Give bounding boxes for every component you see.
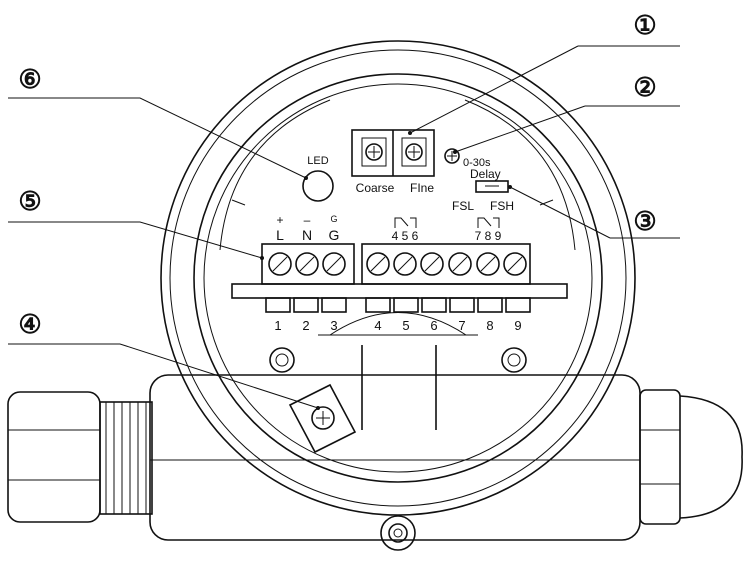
terminal-screws xyxy=(268,252,527,276)
coarse-pot-icon xyxy=(361,137,387,167)
led-indicator xyxy=(302,170,334,202)
electronics-panel xyxy=(231,129,568,454)
terminal-number: 7 xyxy=(458,318,465,333)
minus-sign: – xyxy=(304,213,311,227)
screw-icon xyxy=(268,252,292,276)
fsl-fsh-switch xyxy=(475,180,509,193)
bottom-screw-icon xyxy=(380,515,416,551)
terminal-number: 5 xyxy=(402,318,409,333)
terminal-number: 2 xyxy=(302,318,309,333)
mount-screw-left-icon xyxy=(269,347,295,373)
screw-icon xyxy=(476,252,500,276)
callout-number: ⑥ xyxy=(18,65,41,95)
screw-icon xyxy=(295,252,319,276)
screw-icon xyxy=(448,252,472,276)
screw-icon xyxy=(322,252,346,276)
callout-number: ⑤ xyxy=(18,187,41,217)
delay-range-label: 0-30s xyxy=(463,157,491,169)
screw-icon xyxy=(393,252,417,276)
mount-screw-right-icon xyxy=(501,347,527,373)
terminal-number: 8 xyxy=(486,318,493,333)
round-housing xyxy=(160,40,636,516)
callout-2: ② xyxy=(633,73,656,103)
terminal-number: 6 xyxy=(430,318,437,333)
relay1-symbol xyxy=(394,217,417,228)
callout-number: ① xyxy=(633,11,656,41)
fsh-label: FSH xyxy=(490,199,514,213)
screw-icon xyxy=(420,252,444,276)
fine-label: FIne xyxy=(410,181,434,195)
ground-small-label: G xyxy=(330,214,337,224)
relay2-symbol xyxy=(477,217,500,228)
fine-pot-icon xyxy=(401,137,427,167)
terminal-number: 1 xyxy=(274,318,281,333)
fsl-label: FSL xyxy=(452,199,474,213)
led-label: LED xyxy=(307,155,328,167)
terminal-g-label: G xyxy=(329,227,340,243)
terminal-n-label: N xyxy=(302,227,312,243)
callout-1: ① xyxy=(633,11,656,41)
delay-label: Delay xyxy=(470,167,501,181)
ground-clamp-icon xyxy=(288,383,357,454)
screw-icon xyxy=(366,252,390,276)
terminal-l-label: L xyxy=(276,227,284,243)
screw-icon xyxy=(503,252,527,276)
lower-terminal-blocks xyxy=(265,297,531,313)
terminal-number: 4 xyxy=(374,318,381,333)
relay2-terminals-label: 7 8 9 xyxy=(475,229,502,243)
callout-number: ④ xyxy=(18,310,41,340)
plus-sign: + xyxy=(276,213,283,227)
housing-body xyxy=(7,374,743,551)
terminal-number: 3 xyxy=(330,318,337,333)
callout-3: ③ xyxy=(633,207,656,237)
leader-lines xyxy=(8,45,680,410)
coarse-label: Coarse xyxy=(356,181,395,195)
relay1-terminals-label: 4 5 6 xyxy=(392,229,419,243)
callout-4: ④ xyxy=(18,310,41,340)
terminal-number: 9 xyxy=(514,318,521,333)
callout-5: ⑤ xyxy=(18,187,41,217)
callout-number: ② xyxy=(633,73,656,103)
delay-pot-icon xyxy=(444,148,460,164)
callout-6: ⑥ xyxy=(18,65,41,95)
callout-number: ③ xyxy=(633,207,656,237)
